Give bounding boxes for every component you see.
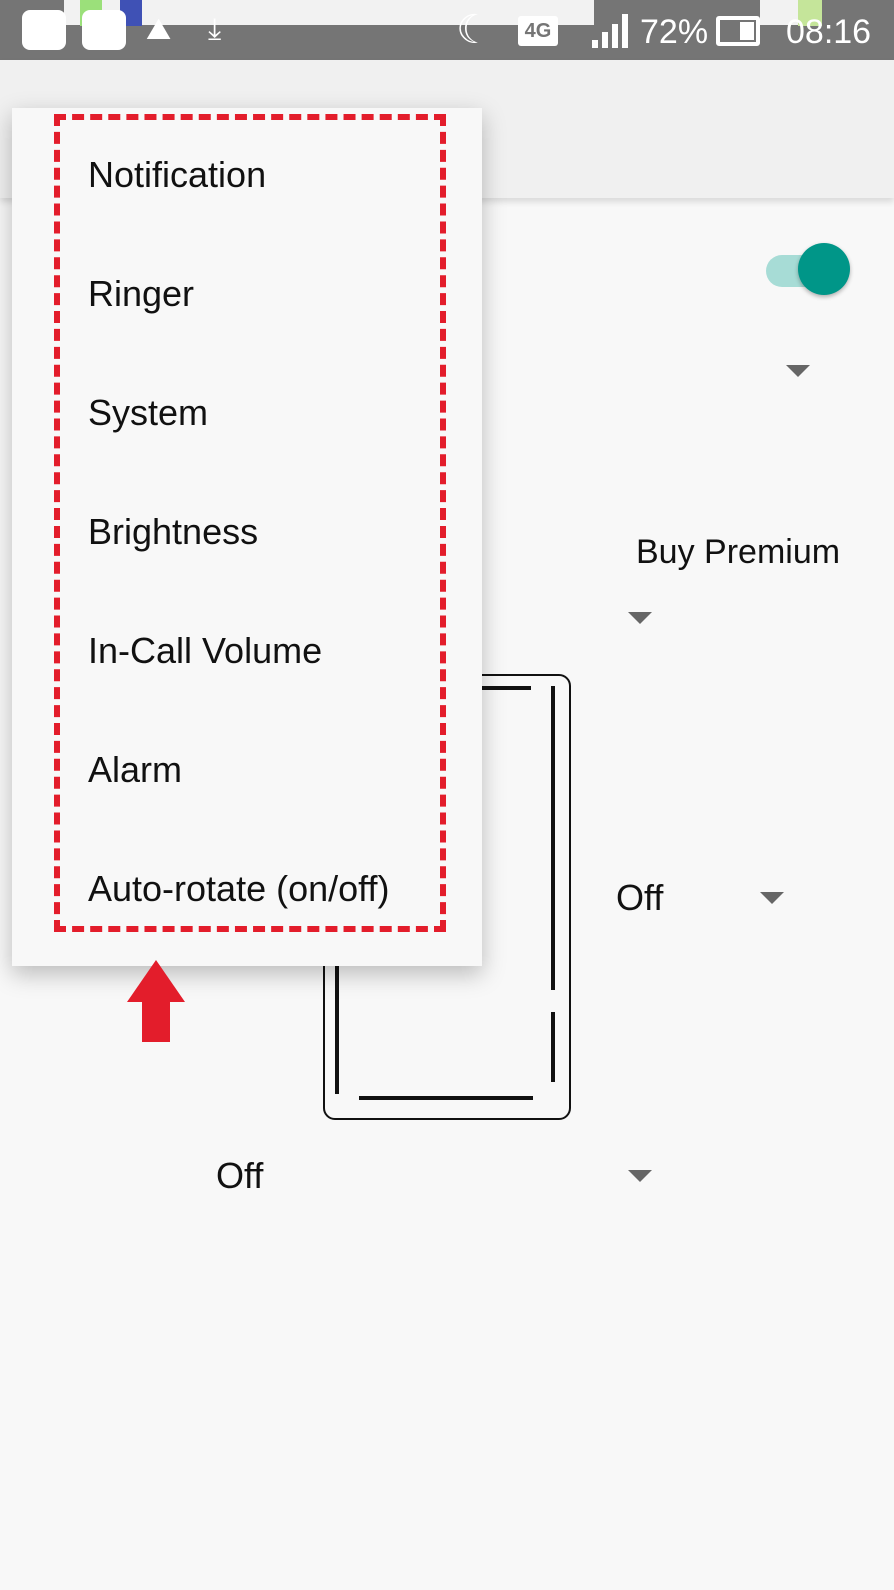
menu-item-ringer[interactable]: Ringer (88, 273, 195, 314)
menu-item-auto-rotate[interactable]: Auto-rotate (on/off) (88, 868, 390, 909)
download-icon: ⤓ (208, 13, 222, 46)
gallery-icon: ⛰ (146, 13, 172, 46)
dropdown-menu: Notification Ringer System Brightness In… (54, 114, 446, 932)
battery-percent: 72% (640, 13, 709, 51)
status-strip (64, 0, 594, 25)
menu-item-system[interactable]: System (88, 392, 209, 433)
menu-item-alarm[interactable]: Alarm (88, 749, 183, 790)
phone-edge-line (335, 936, 339, 1094)
notification-square-icon (22, 10, 66, 50)
phone-edge-line (551, 686, 555, 990)
arrow-stem (142, 1000, 170, 1042)
battery-icon (716, 16, 760, 46)
setting-value[interactable]: Off (216, 1155, 264, 1196)
menu-item-notification[interactable]: Notification (88, 154, 267, 195)
notification-square-icon (82, 10, 126, 50)
network-type: 4G (518, 16, 558, 46)
chevron-down-icon[interactable] (628, 612, 652, 624)
chevron-down-icon[interactable] (760, 892, 784, 904)
color-swatch (798, 0, 822, 26)
signal-icon (592, 14, 632, 48)
clock: 08:16 (786, 13, 872, 51)
status-bar: ⛰ ⤓ ☾ 4G 72% 08:16 (0, 0, 894, 60)
menu-item-brightness[interactable]: Brightness (88, 511, 259, 552)
chevron-down-icon[interactable] (628, 1170, 652, 1182)
phone-edge-line (551, 1012, 555, 1082)
setting-value[interactable]: Off (616, 877, 664, 918)
phone-edge-line (443, 686, 531, 690)
chevron-down-icon[interactable] (786, 365, 810, 377)
buy-premium-button[interactable]: Buy Premium (636, 533, 841, 571)
moon-icon: ☾ (456, 8, 492, 52)
toggle-knob[interactable] (798, 243, 850, 295)
arrow-up-icon (127, 960, 185, 1002)
phone-edge-line (359, 1096, 533, 1100)
menu-item-in-call-volume[interactable]: In-Call Volume (88, 630, 323, 671)
